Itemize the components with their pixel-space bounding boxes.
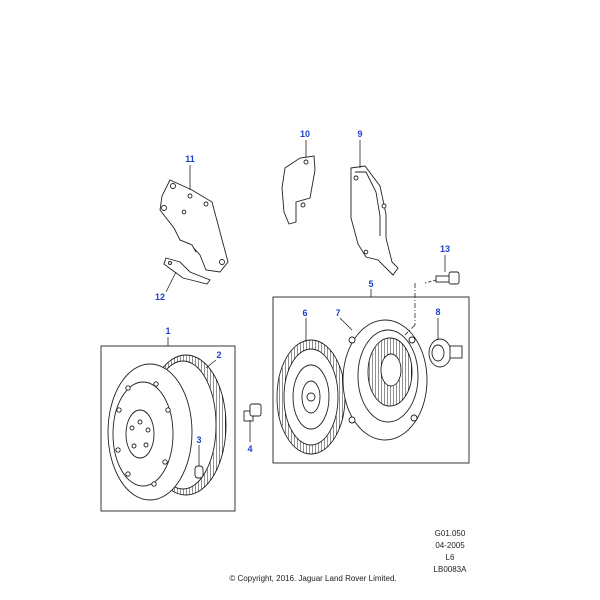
reference-date: 04-2005: [435, 541, 465, 550]
callout-13: 13: [440, 244, 450, 254]
leader-lines: [165, 140, 446, 466]
part-9-heat-shield: [350, 165, 399, 276]
callout-8: 8: [435, 307, 440, 317]
callout-7: 7: [335, 308, 340, 318]
copyright-notice: © Copyright, 2016. Jaguar Land Rover Lim…: [229, 574, 397, 583]
callout-6: 6: [302, 308, 307, 318]
callout-11: 11: [185, 154, 195, 164]
part-10-shield: [281, 155, 316, 225]
part-4-bolt: [243, 403, 262, 422]
part-13-bolt: [435, 271, 460, 285]
callout-5: 5: [368, 279, 373, 289]
callout-3: 3: [196, 435, 201, 445]
callout-9: 9: [357, 129, 362, 139]
callout-1: 1: [165, 326, 170, 336]
reference-code: G01.050: [434, 529, 466, 538]
callout-2: 2: [216, 350, 221, 360]
part-6-clutch-disc: [276, 339, 346, 455]
callout-labels: 1 2 3 4 5 6 7 8 9 10 11 12 13: [155, 129, 450, 454]
part-1-flywheel: [107, 354, 227, 501]
part-8-release-bearing: [428, 338, 463, 368]
part-7-pressure-plate: [342, 319, 428, 441]
callout-4: 4: [247, 444, 252, 454]
part-11-bracket: [159, 179, 229, 273]
callout-10: 10: [300, 129, 310, 139]
part-3-dowel: [194, 465, 204, 479]
callout-12: 12: [155, 292, 165, 302]
reference-illustration: LB0083A: [433, 565, 467, 574]
reference-model: L6: [445, 553, 455, 562]
part-12-clip: [163, 257, 211, 285]
